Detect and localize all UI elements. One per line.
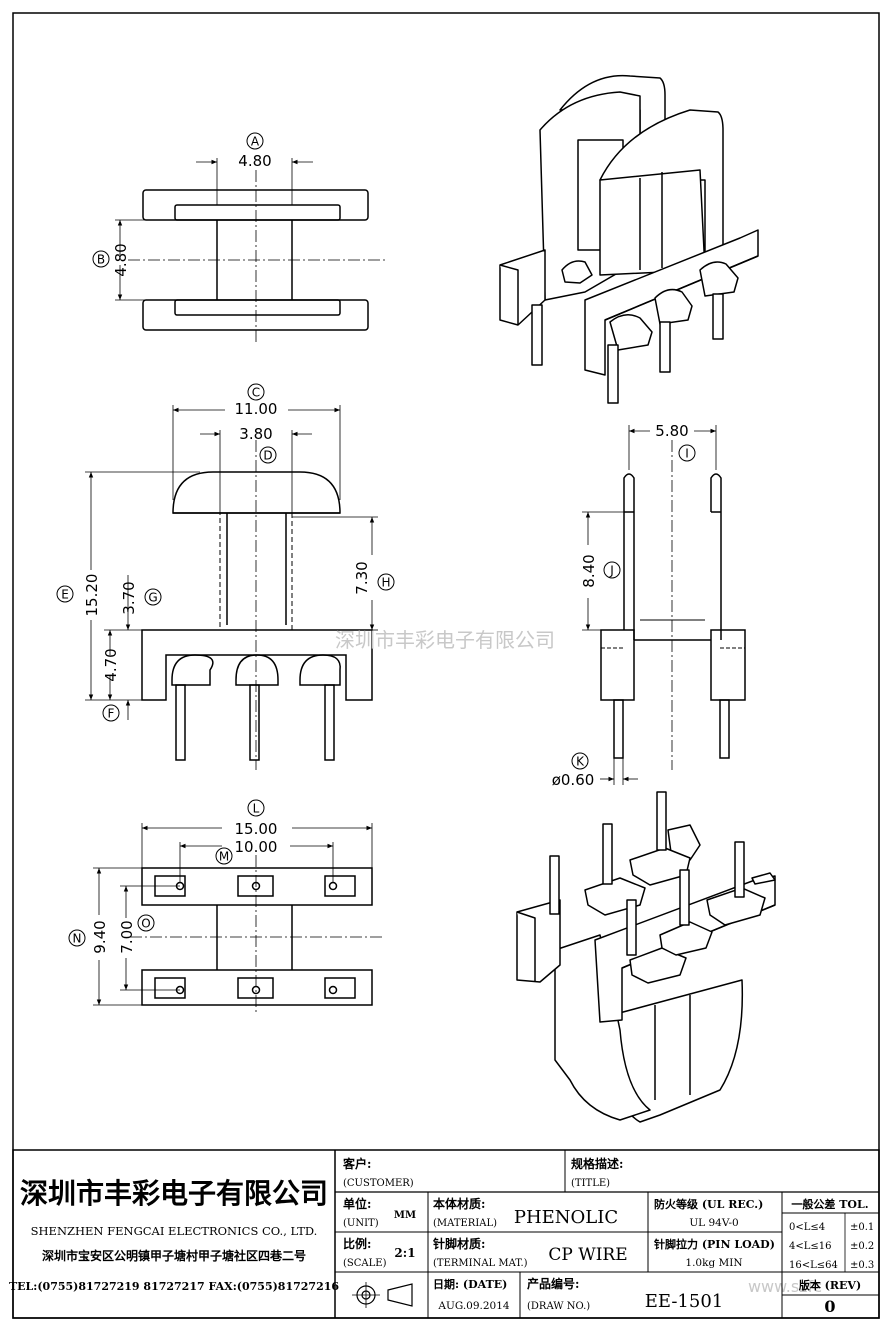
dim-l: L 15.00 <box>141 799 373 868</box>
title-label-en: (TITLE) <box>571 1178 610 1189</box>
dim-a: A 4.80 <box>196 132 313 205</box>
dim-a-letter: A <box>251 135 260 149</box>
dim-h-value: 7.30 <box>353 561 371 594</box>
dim-l-value: 15.00 <box>235 820 278 838</box>
dim-g-letter: G <box>148 591 157 605</box>
ul-value: UL 94V-0 <box>689 1217 738 1229</box>
drawno-label-en: (DRAW NO.) <box>527 1301 590 1312</box>
dim-h-letter: H <box>381 576 390 590</box>
unit-label-en: (UNIT) <box>343 1218 379 1229</box>
isometric-view-bottom <box>516 791 776 1123</box>
tol-value-1: ±0.1 <box>850 1222 874 1233</box>
company-contact: TEL:(0755)81727219 81727217 FAX:(0755)81… <box>9 1280 339 1293</box>
terminal-label-cn: 针脚材质: <box>433 1236 485 1251</box>
dim-n-value: 9.40 <box>91 920 109 953</box>
dim-e-value: 15.20 <box>83 574 101 617</box>
dim-k: K ø0.60 <box>552 752 638 789</box>
material-label-en: (MATERIAL) <box>433 1218 497 1229</box>
dim-f: 4.70 F <box>102 629 122 722</box>
dim-e-letter: E <box>61 588 69 602</box>
isometric-view-top <box>499 74 759 404</box>
dim-c-value: 11.00 <box>235 400 278 418</box>
tol-range-2: 4<L≤16 <box>789 1241 832 1252</box>
dim-n-letter: N <box>73 932 82 946</box>
front-view <box>141 440 373 770</box>
dim-d: 3.80 D <box>200 425 312 513</box>
dim-i-value: 5.80 <box>655 422 688 440</box>
scale-value: 2:1 <box>394 1246 415 1260</box>
dim-i-letter: I <box>685 447 689 461</box>
side-view <box>600 440 746 770</box>
dim-m: 10.00 M <box>179 838 334 882</box>
material-label-cn: 本体材质: <box>433 1196 485 1211</box>
tol-range-1: 0<L≤4 <box>789 1222 825 1233</box>
unit-value: MM <box>394 1210 416 1221</box>
tolerance-header: 一般公差 TOL. <box>791 1197 868 1211</box>
dim-j: 8.40 J <box>580 511 624 631</box>
company-name-cn: 深圳市丰彩电子有限公司 <box>20 1177 328 1210</box>
top-view <box>128 170 385 345</box>
ul-label: 防火等级 (UL REC.) <box>654 1197 763 1211</box>
pin-load-label: 针脚拉力 (PIN LOAD) <box>654 1237 775 1251</box>
terminal-value: CP WIRE <box>548 1245 627 1265</box>
dim-o-value: 7.00 <box>118 920 136 953</box>
scale-label-cn: 比例: <box>343 1236 371 1251</box>
dim-o: 7.00 O <box>118 885 180 991</box>
dim-d-letter: D <box>263 449 272 463</box>
dim-m-letter: M <box>219 850 229 864</box>
scale-label-en: (SCALE) <box>343 1258 387 1269</box>
title-label-cn: 规格描述: <box>571 1156 623 1171</box>
dim-c-letter: C <box>252 386 260 400</box>
pin-load-value: 1.0kg MIN <box>685 1257 742 1269</box>
customer-label-cn: 客户: <box>342 1156 371 1171</box>
dim-c: C 11.00 <box>172 383 341 500</box>
dim-b-letter: B <box>97 253 105 267</box>
tol-range-3: 16<L≤64 <box>789 1260 838 1271</box>
dim-f-value: 4.70 <box>102 648 120 681</box>
dim-k-value: ø0.60 <box>552 771 595 789</box>
dim-j-letter: J <box>609 564 614 578</box>
title-block <box>12 1149 880 1319</box>
dim-k-letter: K <box>576 755 585 769</box>
dim-b: B 4.80 <box>92 219 175 301</box>
dim-o-letter: O <box>141 917 150 931</box>
dim-h: 7.30 H <box>292 516 395 631</box>
dim-b-value: 4.80 <box>112 243 130 276</box>
date-value: AUG.09.2014 <box>437 1300 510 1312</box>
drawno-value: EE-1501 <box>645 1291 724 1312</box>
drawno-label-cn: 产品编号: <box>527 1276 579 1291</box>
dim-n: N 9.40 <box>68 867 142 1006</box>
customer-label-en: (CUSTOMER) <box>343 1178 414 1189</box>
unit-label-cn: 单位: <box>343 1196 371 1211</box>
watermark-url: www.szfc <box>748 1277 822 1296</box>
dim-f-letter: F <box>108 707 115 721</box>
dim-g-value: 3.70 <box>120 581 138 614</box>
tol-value-3: ±0.3 <box>850 1260 874 1271</box>
material-value: PHENOLIC <box>514 1207 618 1228</box>
projection-symbol <box>352 1282 413 1308</box>
dim-j-value: 8.40 <box>580 554 598 587</box>
rev-label: 版本 (REV) <box>799 1278 861 1292</box>
date-label: 日期: (DATE) <box>433 1277 507 1291</box>
dim-l-letter: L <box>253 802 260 816</box>
dim-i: 5.80 I <box>628 422 717 470</box>
dim-m-value: 10.00 <box>235 838 278 856</box>
dim-d-value: 3.80 <box>239 425 272 443</box>
company-name-en: SHENZHEN FENGCAI ELECTRONICS CO., LTD. <box>31 1224 318 1238</box>
terminal-label-en: (TERMINAL MAT.) <box>433 1258 528 1269</box>
tol-value-2: ±0.2 <box>850 1241 874 1252</box>
watermark-text: 深圳市丰彩电子有限公司 <box>335 628 555 652</box>
dim-a-value: 4.80 <box>238 152 271 170</box>
dim-e: E 15.20 <box>56 471 200 701</box>
rev-value: 0 <box>824 1297 835 1316</box>
company-address: 深圳市宝安区公明镇甲子塘村甲子塘社区四巷二号 <box>42 1248 306 1263</box>
dim-g: G 3.70 <box>120 575 162 720</box>
bottom-view <box>130 855 385 1015</box>
